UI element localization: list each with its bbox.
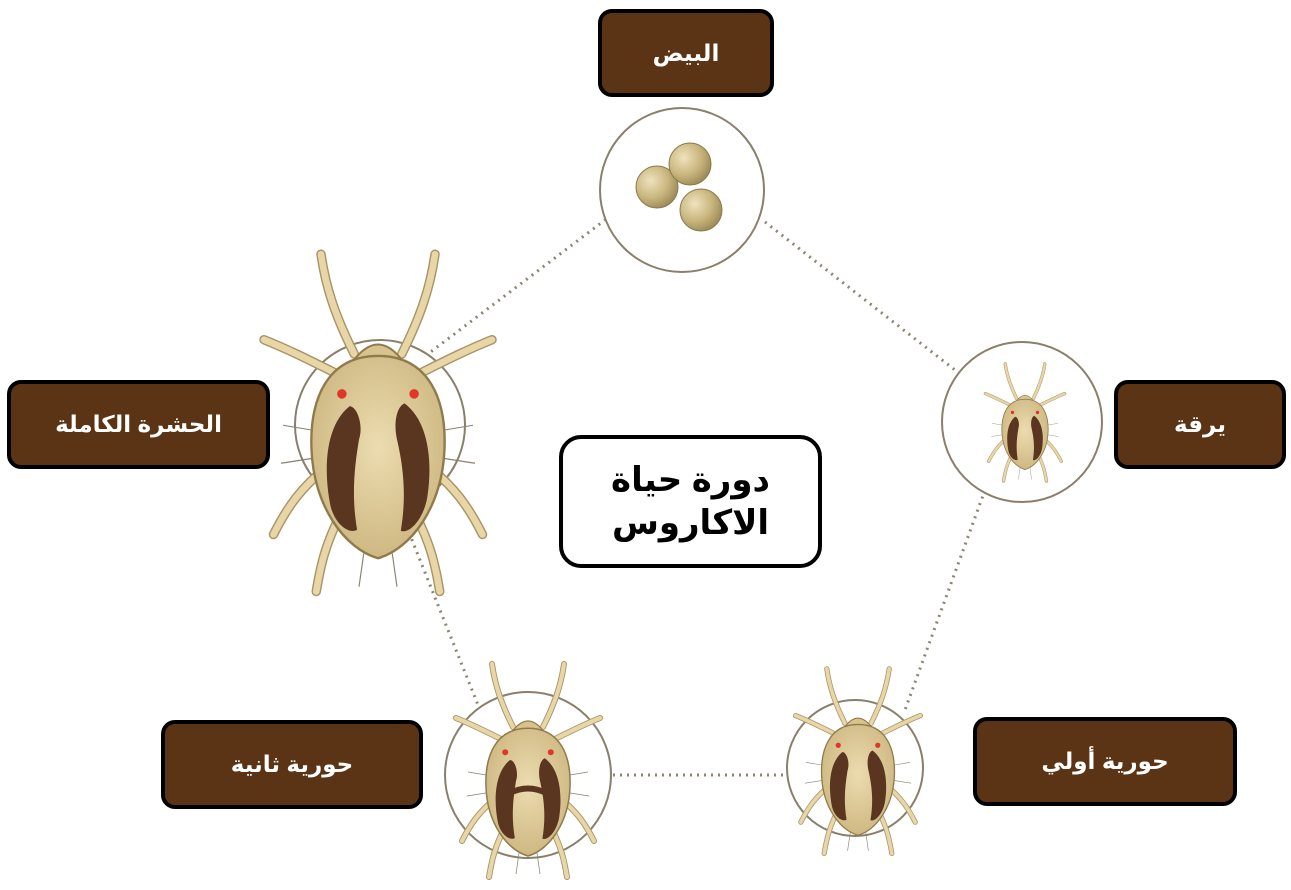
label-larva-text: يرقة (1174, 411, 1226, 438)
diagram-title: دورة حياة الاكاروس (559, 435, 822, 568)
connector-second-nymph-adult (400, 510, 480, 710)
eggs-circle (600, 108, 764, 272)
title-line-1: دورة حياة (611, 459, 770, 502)
larva-illustration (942, 342, 1102, 502)
label-first-nymph: حورية أولي (973, 717, 1237, 806)
label-second-nymph-text: حورية ثانية (231, 751, 353, 778)
label-second-nymph: حورية ثانية (161, 720, 423, 809)
title-line-2: الاكاروس (612, 502, 769, 545)
label-eggs-text: البيض (653, 40, 720, 67)
adult-illustration (264, 254, 492, 591)
label-larva: يرقة (1114, 380, 1286, 469)
label-eggs: البيض (598, 9, 774, 97)
egg-2 (669, 143, 711, 185)
connector-larva-first-nymph (905, 490, 985, 710)
eggs-illustration (600, 108, 764, 272)
label-first-nymph-text: حورية أولي (1041, 748, 1168, 775)
second-nymph-illustration (445, 664, 611, 877)
label-adult-text: الحشرة الكاملة (55, 411, 222, 438)
connector-eggs-larva (765, 222, 955, 370)
first-nymph-illustration (787, 669, 923, 854)
label-adult: الحشرة الكاملة (7, 380, 270, 469)
egg-3 (680, 189, 722, 231)
connector-adult-eggs (420, 220, 605, 360)
